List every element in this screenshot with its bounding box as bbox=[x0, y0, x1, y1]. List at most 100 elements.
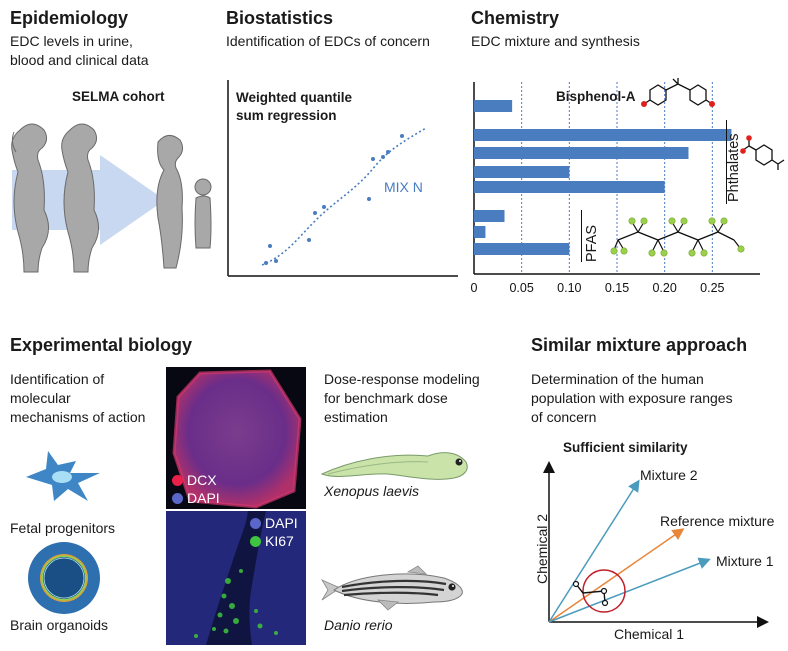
reference-mixture-label: Reference mixture bbox=[660, 513, 775, 529]
experimental-subtitle: Identification of molecular mechanisms o… bbox=[10, 370, 145, 427]
chart-tick-label: 0.20 bbox=[652, 281, 676, 295]
wqs-fit-curve bbox=[261, 127, 427, 266]
wqs-point bbox=[264, 261, 268, 265]
chart-bar bbox=[474, 129, 732, 141]
stain-legend-top: DCX DAPI bbox=[172, 471, 220, 507]
stain-name: DAPI bbox=[265, 515, 298, 531]
phthalates-bracket bbox=[726, 120, 745, 204]
zebrafish-icon bbox=[321, 565, 463, 611]
sufficient-similarity-diagram bbox=[543, 461, 769, 628]
epidemiology-subtitle-line: EDC levels in urine, bbox=[10, 33, 133, 49]
mixture2-vector bbox=[548, 479, 640, 623]
wqs-point bbox=[400, 134, 404, 138]
mixture1-vector bbox=[548, 557, 711, 623]
dose-response-text: Dose-response modeling for benchmark dos… bbox=[324, 370, 480, 427]
wqs-plot bbox=[227, 80, 458, 277]
similar-title: Similar mixture approach bbox=[531, 335, 748, 355]
stain-legend-bottom: DAPI KI67 bbox=[250, 514, 298, 550]
biostatistics-subtitle: Identification of EDCs of concern bbox=[226, 33, 430, 49]
organoid-section-image bbox=[172, 369, 302, 509]
phthalate-structure bbox=[740, 135, 785, 170]
stain-name: DAPI bbox=[187, 490, 220, 506]
wqs-points bbox=[264, 134, 404, 265]
child-icon bbox=[194, 178, 212, 249]
pfas-structure bbox=[610, 217, 745, 257]
stain-name: DCX bbox=[187, 472, 217, 488]
bisphenol-a-structure bbox=[641, 78, 715, 107]
wqs-point bbox=[381, 155, 385, 159]
experimental-title: Experimental biology bbox=[10, 335, 193, 355]
chemical2-label: Chemical 2 bbox=[534, 513, 550, 584]
wqs-plot-title: Weighted quantile sum regression bbox=[236, 89, 352, 125]
chart-bar bbox=[474, 226, 486, 238]
wqs-point bbox=[386, 150, 390, 154]
biostatistics-title: Biostatistics bbox=[226, 8, 334, 28]
pfas-bracket bbox=[581, 210, 582, 262]
stain-legend-entry: DCX bbox=[172, 471, 220, 489]
dose-response-line: Dose-response modeling bbox=[324, 371, 480, 387]
mixture1-label: Mixture 1 bbox=[716, 553, 774, 569]
xenopus-tadpole-icon bbox=[320, 452, 468, 480]
pregnant-mother-icon bbox=[11, 123, 49, 273]
fetal-progenitors-label: Fetal progenitors bbox=[10, 520, 116, 536]
mixture2-label: Mixture 2 bbox=[640, 467, 698, 483]
epidemiology-title: Epidemiology bbox=[10, 8, 129, 28]
chart-tick-label: 0.10 bbox=[557, 281, 581, 295]
pregnant-mother-icon bbox=[61, 123, 99, 273]
dapi-color-dot bbox=[172, 493, 183, 504]
chart-bar bbox=[474, 210, 505, 222]
similar-subtitle: Determination of the human population wi… bbox=[531, 370, 733, 427]
chart-tick-label: 0 bbox=[471, 281, 478, 295]
microscopy-dcx-panel: DCX DAPI bbox=[166, 367, 306, 509]
bisphenol-label: Bisphenol-A bbox=[556, 89, 636, 104]
reference-mixture-vector bbox=[548, 528, 685, 623]
wqs-point bbox=[367, 197, 371, 201]
dose-response-line: for benchmark dose bbox=[324, 390, 448, 406]
stain-name: KI67 bbox=[265, 533, 294, 549]
chart-tick-label: 0.15 bbox=[605, 281, 629, 295]
wqs-point bbox=[371, 157, 375, 161]
chemistry-subtitle: EDC mixture and synthesis bbox=[471, 33, 640, 49]
stain-legend-entry: KI67 bbox=[250, 532, 298, 550]
stain-legend-entry: DAPI bbox=[250, 514, 298, 532]
mix-n-label: MIX N bbox=[384, 179, 423, 195]
epidemiology-subtitle: EDC levels in urine, blood and clinical … bbox=[10, 32, 149, 70]
xenopus-label: Xenopus laevis bbox=[324, 483, 419, 499]
experimental-subtitle-line: mechanisms of action bbox=[10, 409, 146, 425]
dcx-color-dot bbox=[172, 475, 183, 486]
similarity-region bbox=[582, 569, 626, 613]
wqs-point bbox=[313, 211, 317, 215]
epidemiology-subtitle-line: blood and clinical data bbox=[10, 52, 149, 68]
chemistry-title: Chemistry bbox=[471, 8, 560, 28]
dose-response-line: estimation bbox=[324, 409, 388, 425]
fetal-progenitor-cell-icon bbox=[26, 451, 100, 501]
similar-subtitle-line: of concern bbox=[531, 409, 597, 425]
similar-subtitle-line: population with exposure ranges bbox=[531, 390, 733, 406]
wqs-point bbox=[268, 244, 272, 248]
edc-weight-chart: 0 0.05 0.10 0.15 0.20 0.25 bbox=[471, 82, 760, 295]
chart-tick-label: 0.05 bbox=[509, 281, 533, 295]
chart-tick-label: 0.25 bbox=[700, 281, 724, 295]
pfas-label: PFAS bbox=[584, 224, 600, 262]
cohort-illustration bbox=[11, 123, 212, 273]
distance-path bbox=[575, 583, 606, 604]
experimental-subtitle-line: Identification of bbox=[10, 371, 105, 387]
chart-bar bbox=[474, 147, 689, 159]
stain-legend-entry: DAPI bbox=[172, 489, 220, 507]
chart-bar bbox=[474, 243, 570, 255]
chart-bar bbox=[474, 166, 570, 178]
wqs-point bbox=[322, 205, 326, 209]
wqs-plot-title-line: Weighted quantile bbox=[236, 90, 353, 105]
chemical1-label: Chemical 1 bbox=[614, 626, 685, 642]
wqs-point bbox=[274, 259, 278, 263]
wqs-point bbox=[307, 238, 311, 242]
dapi-color-dot bbox=[250, 518, 261, 529]
similar-subtitle-line: Determination of the human bbox=[531, 371, 704, 387]
wqs-plot-title-line: sum regression bbox=[236, 108, 337, 123]
mother-icon bbox=[156, 135, 184, 269]
brain-organoids-label: Brain organoids bbox=[10, 617, 109, 633]
microscopy-ki67-panel: DAPI KI67 bbox=[166, 511, 306, 645]
chart-bar bbox=[474, 181, 665, 193]
cohort-label: SELMA cohort bbox=[72, 89, 165, 104]
chart-bar bbox=[474, 100, 513, 112]
